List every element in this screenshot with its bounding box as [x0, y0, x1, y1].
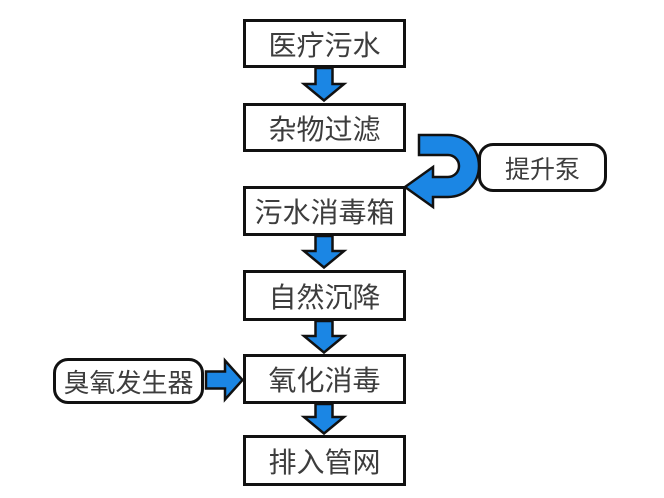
- node-discharge-pipe-network: 排入管网: [243, 435, 406, 486]
- down-arrow-1: [300, 66, 348, 103]
- node-natural-sedimentation: 自然沉降: [243, 270, 406, 321]
- u-turn-arrow-lift-pump: [402, 133, 481, 210]
- node-lift-pump-label: 提升泵: [504, 156, 580, 184]
- node-sewage-disinfection-tank: 污水消毒箱: [243, 186, 406, 236]
- node-debris-filter: 杂物过滤: [243, 103, 406, 152]
- down-arrow-2: [300, 234, 348, 270]
- node-discharge-pipe-network-label: 排入管网: [268, 447, 381, 479]
- node-medical-sewage: 医疗污水: [243, 19, 406, 68]
- node-sewage-disinfection-tank-label: 污水消毒箱: [254, 198, 395, 229]
- node-natural-sedimentation-label: 自然沉降: [268, 282, 381, 314]
- right-arrow-ozone: [204, 357, 245, 403]
- node-ozone-generator: 臭氧发生器: [53, 358, 204, 404]
- down-arrow-4: [300, 402, 348, 436]
- node-lift-pump: 提升泵: [478, 143, 607, 192]
- node-debris-filter-label: 杂物过滤: [268, 114, 381, 146]
- node-ozone-generator-label: 臭氧发生器: [63, 368, 194, 398]
- down-arrow-3: [300, 319, 348, 355]
- node-medical-sewage-label: 医疗污水: [268, 30, 381, 62]
- node-oxidation-disinfection-label: 氧化消毒: [268, 366, 381, 397]
- node-oxidation-disinfection: 氧化消毒: [243, 354, 406, 404]
